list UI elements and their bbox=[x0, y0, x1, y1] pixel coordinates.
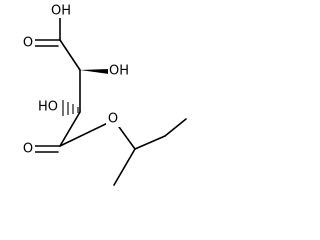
bond-c1-c2 bbox=[59, 39, 81, 71]
atom-ester-carbonyl-o-text: O bbox=[23, 142, 33, 157]
bond-c3-oh-hash bbox=[62, 100, 79, 116]
atom-ester-o-text: O bbox=[108, 112, 118, 127]
atom-carboxyl-oh-text: OH bbox=[51, 4, 71, 19]
bond-ch-ch3 bbox=[113, 148, 136, 186]
bond-ch-ch2 bbox=[134, 135, 166, 150]
atom-c3-ho-text: HO bbox=[38, 100, 58, 115]
label-ester-carbonyl-o: O bbox=[21, 142, 35, 157]
label-c2-oh: OH bbox=[108, 64, 130, 79]
bond-c2-oh-wedge bbox=[80, 69, 109, 74]
bond-ester-c-o bbox=[59, 119, 115, 147]
label-carboxyl-oh: OH bbox=[50, 3, 72, 19]
atom-carboxyl-o-text: O bbox=[23, 36, 33, 51]
label-carboxyl-o: O bbox=[22, 36, 35, 51]
molecule-structure: OH O OH HO O O bbox=[21, 3, 187, 186]
label-ester-o: O bbox=[106, 112, 121, 127]
bond-ch2-ch3 bbox=[164, 118, 187, 137]
atom-c2-oh-text: OH bbox=[109, 64, 129, 79]
bond-c3-c4 bbox=[59, 111, 81, 147]
label-c3-ho: HO bbox=[37, 100, 61, 115]
